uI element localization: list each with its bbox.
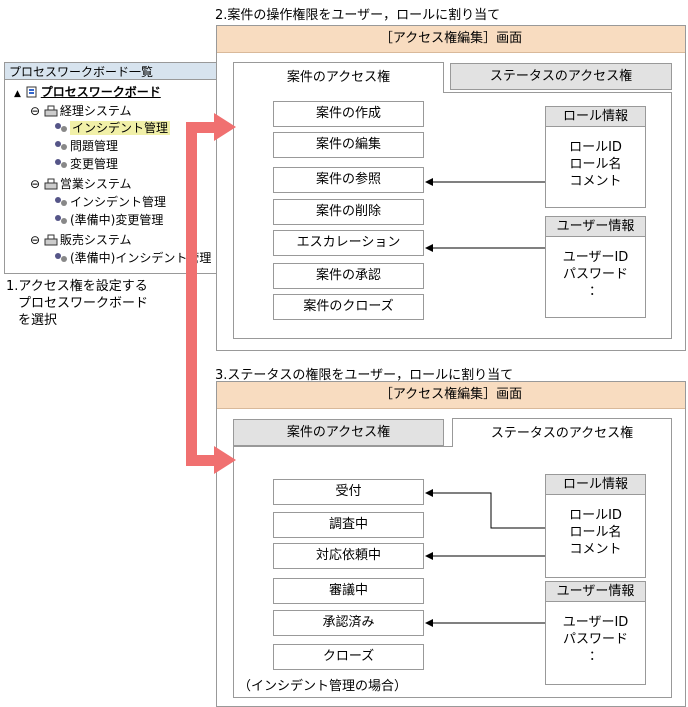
- arrowheads: [425, 178, 433, 627]
- tree-item-label: (準備中)インシデント管理: [70, 251, 212, 265]
- tree-system-1[interactable]: ⊖ 経理システム: [30, 104, 132, 119]
- user-info-title: ユーザー情報: [546, 582, 645, 602]
- role-info-line: ロール名: [569, 157, 622, 172]
- tree-system-2[interactable]: ⊖ 営業システム: [30, 177, 132, 192]
- workboard-item-icon: [54, 214, 68, 226]
- screen-title: ［アクセス権編集］画面: [217, 382, 685, 409]
- minus-icon[interactable]: ⊖: [30, 233, 41, 247]
- system-label: 販売システム: [59, 233, 132, 247]
- step1-caption: 1.アクセス権を設定する プロセスワークボード を選択: [6, 278, 148, 329]
- perm-approve[interactable]: 案件の承認: [273, 263, 424, 289]
- tree-item[interactable]: 変更管理: [54, 157, 118, 172]
- perm-delete[interactable]: 案件の削除: [273, 199, 424, 225]
- system-icon: [44, 105, 58, 117]
- tree-item-label: 変更管理: [70, 157, 119, 171]
- system-label: 経理システム: [59, 104, 132, 118]
- role-info-line: コメント: [569, 174, 622, 189]
- tab-case-access[interactable]: 案件のアクセス権: [233, 419, 444, 446]
- perm-view[interactable]: 案件の参照: [273, 167, 424, 193]
- user-info-box: ユーザー情報 ユーザーID パスワード ：: [545, 581, 646, 685]
- tree-system-3[interactable]: ⊖ 販売システム: [30, 233, 132, 248]
- tab-status-access[interactable]: ステータスのアクセス権: [452, 418, 672, 447]
- tree-root[interactable]: ▲ プロセスワークボード: [14, 85, 161, 102]
- tree-item[interactable]: (準備中)変更管理: [54, 213, 163, 228]
- pink-flow-arrow: [186, 113, 236, 474]
- user-info-line: パスワード: [562, 632, 628, 647]
- workboard-item-icon: [54, 140, 68, 152]
- system-icon: [44, 178, 58, 190]
- system-label: 営業システム: [59, 177, 132, 191]
- perm-escalation[interactable]: エスカレーション: [273, 230, 424, 256]
- user-info-title: ユーザー情報: [546, 217, 645, 237]
- incident-note: （インシデント管理の場合）: [238, 679, 408, 694]
- role-info-line: ロール名: [569, 525, 622, 540]
- workboard-item-icon: [54, 252, 68, 264]
- status-approved[interactable]: 承認済み: [273, 610, 424, 636]
- role-info-title: ロール情報: [546, 475, 645, 495]
- role-info-box: ロール情報 ロールID ロール名 コメント: [545, 106, 646, 208]
- role-info-line: ロールID: [569, 140, 622, 155]
- minus-icon[interactable]: ⊖: [30, 104, 41, 118]
- status-accepted[interactable]: 受付: [273, 479, 424, 505]
- role-info-title: ロール情報: [546, 107, 645, 127]
- tree-item-label: インシデント管理: [70, 195, 167, 209]
- step2-caption: 2.案件の操作権限をユーザー，ロールに割り当て: [215, 8, 501, 23]
- process-workboard-tree: [4, 62, 217, 274]
- workboard-item-icon: [54, 158, 68, 170]
- status-reviewing[interactable]: 審議中: [273, 578, 424, 604]
- step1-line: 1.アクセス権を設定する: [6, 279, 148, 294]
- tab-case-access[interactable]: 案件のアクセス権: [233, 62, 444, 93]
- user-info-box: ユーザー情報 ユーザーID パスワード ：: [545, 216, 646, 318]
- status-requesting[interactable]: 対応依頼中: [273, 543, 424, 569]
- perm-edit[interactable]: 案件の編集: [273, 132, 424, 158]
- status-investigating[interactable]: 調査中: [273, 512, 424, 538]
- workboard-item-icon: [54, 122, 68, 134]
- tree-root-label: プロセスワークボード: [40, 85, 161, 99]
- tree-item-label: (準備中)変更管理: [70, 213, 164, 227]
- tab-status-access[interactable]: ステータスのアクセス権: [450, 63, 672, 90]
- role-info-line: ロールID: [569, 508, 622, 523]
- role-info-line: コメント: [569, 542, 622, 557]
- system-icon: [44, 234, 58, 246]
- user-info-line: パスワード: [562, 267, 628, 282]
- tree-item[interactable]: インシデント管理: [54, 195, 166, 210]
- step1-line: を選択: [18, 313, 58, 328]
- minus-icon[interactable]: ⊖: [30, 177, 41, 191]
- step3-caption: 3.ステータスの権限をユーザー，ロールに割り当て: [215, 368, 514, 383]
- tree-item[interactable]: (準備中)インシデント管理: [54, 251, 211, 266]
- tree-item-label: 問題管理: [70, 139, 119, 153]
- perm-close[interactable]: 案件のクローズ: [273, 294, 424, 320]
- tree-header: プロセスワークボード一覧: [4, 62, 216, 80]
- user-info-line: ：: [588, 649, 602, 664]
- perm-create[interactable]: 案件の作成: [273, 101, 424, 127]
- tree-item-label: インシデント管理: [70, 121, 171, 135]
- workboard-icon: [25, 86, 39, 98]
- status-closed[interactable]: クローズ: [273, 644, 424, 670]
- user-info-line: ユーザーID: [562, 615, 629, 630]
- user-info-line: ユーザーID: [562, 250, 629, 265]
- workboard-item-icon: [54, 196, 68, 208]
- tree-item[interactable]: 問題管理: [54, 139, 118, 154]
- collapse-icon[interactable]: ▲: [14, 89, 21, 99]
- screen-title: ［アクセス権編集］画面: [217, 26, 685, 53]
- step1-line: プロセスワークボード: [18, 296, 149, 311]
- tree-item[interactable]: インシデント管理: [54, 121, 171, 136]
- user-info-line: ：: [588, 284, 602, 299]
- role-info-box: ロール情報 ロールID ロール名 コメント: [545, 474, 646, 578]
